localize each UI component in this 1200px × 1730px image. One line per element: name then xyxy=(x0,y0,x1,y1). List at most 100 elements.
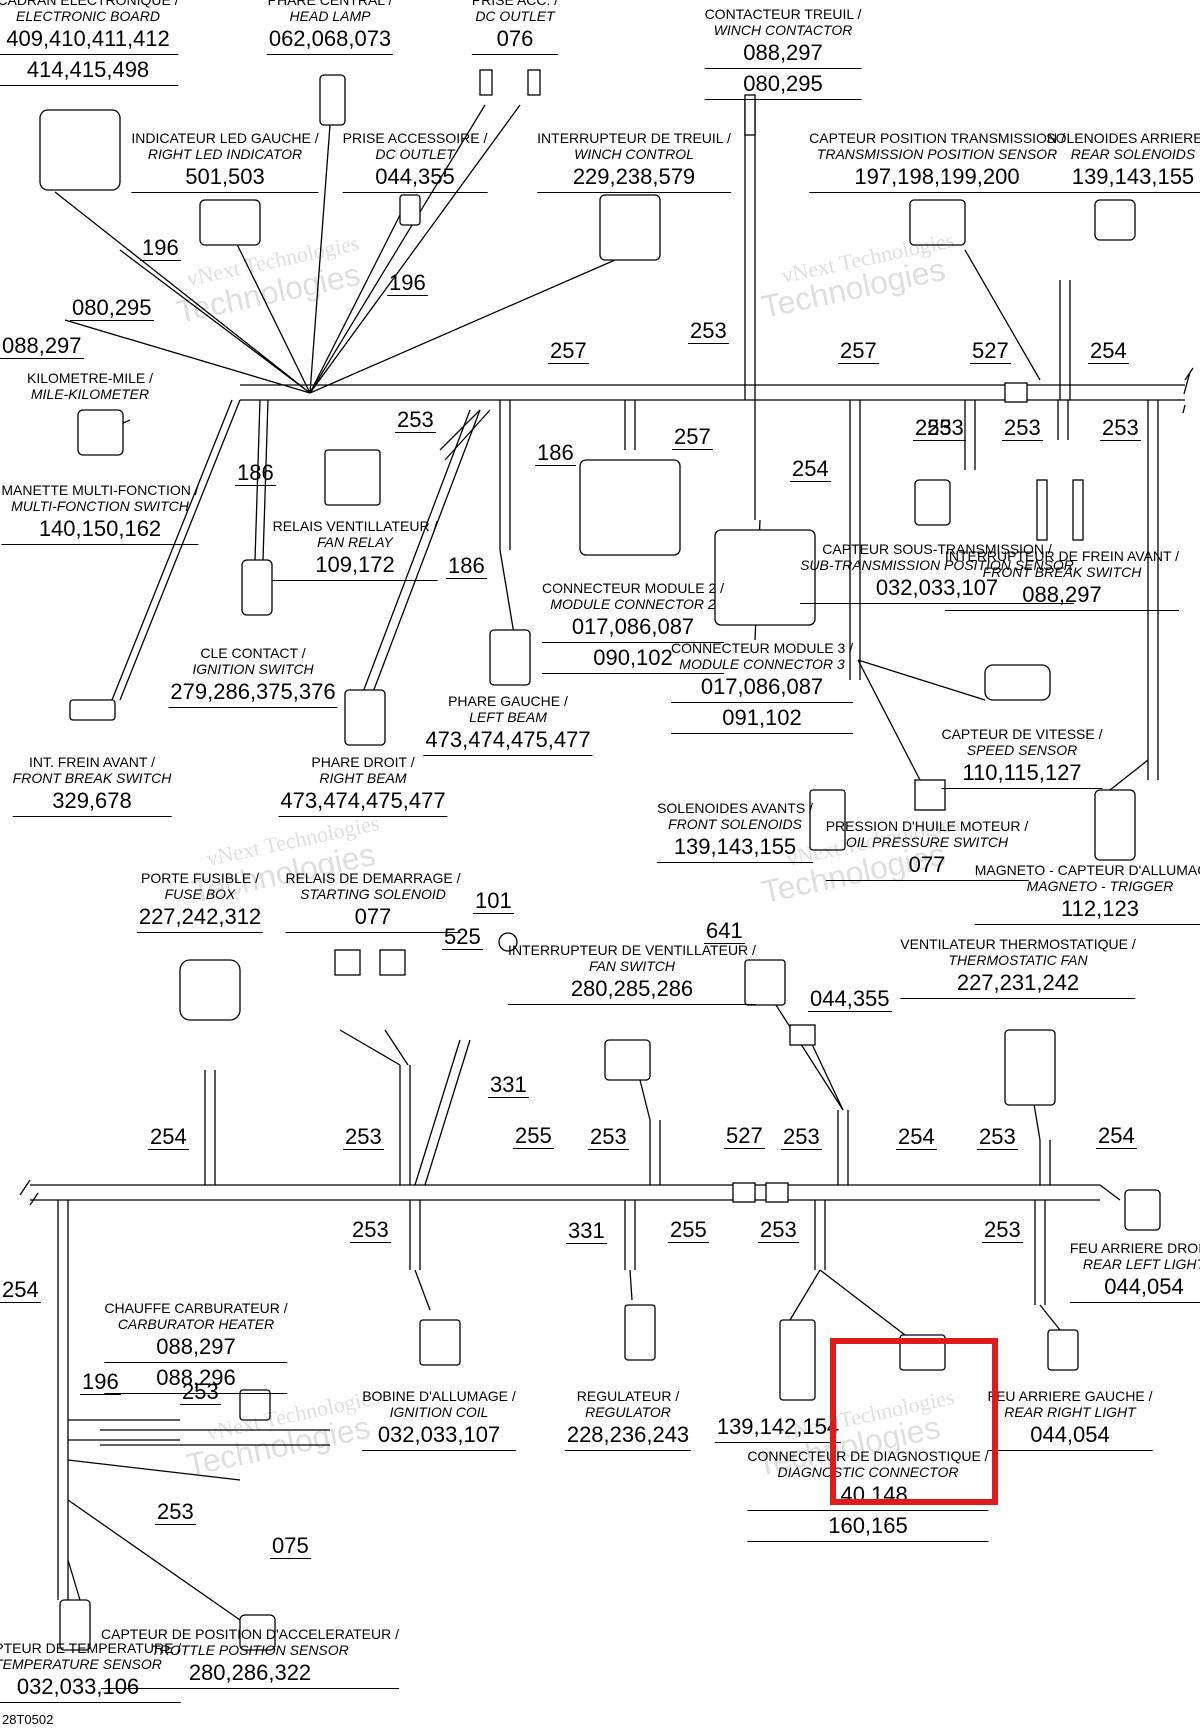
component-name-fr: INTERRUPTEUR DE VENTILLATEUR / xyxy=(508,942,756,958)
part-number: 077 xyxy=(285,902,461,933)
wire-number-label: 088,297 xyxy=(0,333,84,359)
part-number: 032,033,106 xyxy=(0,1672,182,1703)
part-number: 032,033,107 xyxy=(362,1420,516,1451)
component-name-en: REGULATOR xyxy=(585,1404,671,1420)
part-number: 409,410,411,412 xyxy=(0,24,179,55)
part-numbers: 044,054 xyxy=(987,1420,1153,1451)
wire-number-label: 331 xyxy=(488,1072,529,1098)
part-number: 414,415,498 xyxy=(0,55,179,86)
component-name-en: FAN SWITCH xyxy=(588,958,676,974)
part-number: 229,238,579 xyxy=(537,162,731,193)
wire-number-label: 075 xyxy=(270,1533,311,1559)
component-name-fr: INT. FREIN AVANT / xyxy=(28,754,156,770)
part-numbers: 227,242,312 xyxy=(136,902,264,933)
part-number: 140,150,162 xyxy=(1,514,199,545)
connector-unlabeled-label: 139,142,154 xyxy=(714,1412,842,1443)
part-numbers: 139,143,155 xyxy=(657,832,813,863)
rear-solenoids-label: SOLENOIDES ARRIERES /REAR SOLENOIDS139,1… xyxy=(1046,130,1200,193)
component-name-fr: FEU ARRIERE GAUCHE / xyxy=(987,1388,1153,1404)
part-numbers: 280,286,322 xyxy=(100,1658,400,1689)
part-numbers: 032,033,107 xyxy=(362,1420,516,1451)
rear-left-light-label: FEU ARRIERE DROIT /REAR LEFT LIGHT044,05… xyxy=(1069,1240,1200,1303)
component-name-fr: INTERRUPTEUR DE TREUIL / xyxy=(537,130,731,146)
part-numbers: 197,198,199,200 xyxy=(809,162,1065,193)
part-number: 080,295 xyxy=(704,69,862,100)
wire-number-label: 196 xyxy=(140,235,181,261)
wire-number-label: 254 xyxy=(1096,1123,1137,1149)
component-name-en: REAR LEFT LIGHT xyxy=(1082,1256,1200,1272)
part-number: 091,102 xyxy=(670,703,854,734)
component-name-fr: INTERRUPTEUR DE FREIN AVANT / xyxy=(944,548,1180,564)
component-name-en: SUB-TRANSMISSION POSITION SENSOR xyxy=(800,557,1074,573)
component-name-fr: INDICATEUR LED GAUCHE / xyxy=(131,130,319,146)
component-name-en: THERMOSTATIC FAN xyxy=(948,952,1088,968)
diagnostic-connector-highlight xyxy=(830,1338,998,1505)
wire-number-label: 196 xyxy=(387,270,428,296)
wire-number-label: 196 xyxy=(80,1369,121,1395)
part-number: 279,286,375,376 xyxy=(168,677,338,708)
wire-number-label: 257 xyxy=(672,424,713,450)
part-number: 088,297 xyxy=(704,38,862,69)
sub-transmission-sensor-label: CAPTEUR SOUS-TRANSMISSION /SUB-TRANSMISS… xyxy=(800,541,1074,604)
mile-kilometer-label: KILOMETRE-MILE /MILE-KILOMETER xyxy=(27,370,153,402)
part-numbers: 112,123 xyxy=(974,894,1200,925)
component-name-fr: CAPTEUR DE VITESSE / xyxy=(941,726,1103,742)
wire-number-label: 253 xyxy=(982,1217,1023,1243)
component-name-en: SPEED SENSOR xyxy=(966,742,1078,758)
component-name-en: DC OUTLET xyxy=(475,8,555,24)
part-numbers: 076 xyxy=(471,24,559,55)
part-numbers: 280,285,286 xyxy=(508,974,756,1005)
component-name-en: REAR SOLENOIDS xyxy=(1070,146,1196,162)
part-number: 280,286,322 xyxy=(100,1658,400,1689)
wire-number-label: 257 xyxy=(838,338,879,364)
component-name-fr: PRISE ACC. / xyxy=(471,0,559,8)
component-name-fr: CLE CONTACT / xyxy=(200,645,306,661)
wire-number-label: 527 xyxy=(724,1123,765,1149)
part-number: 197,198,199,200 xyxy=(809,162,1065,193)
wire-number-label: 253 xyxy=(977,1124,1018,1150)
component-name-en: OIL PRESSURE SWITCH xyxy=(845,834,1009,850)
part-number: 032,033,107 xyxy=(800,573,1074,604)
component-name-fr: SOLENOIDES ARRIERES / xyxy=(1046,130,1200,146)
right-led-indicator-label: INDICATEUR LED GAUCHE /RIGHT LED INDICAT… xyxy=(131,130,319,193)
component-name-fr: PRESSION D'HUILE MOTEUR / xyxy=(825,818,1029,834)
part-numbers: 077 xyxy=(285,902,461,933)
part-numbers: 110,115,127 xyxy=(941,758,1103,789)
component-name-en: STARTING SOLENOID xyxy=(300,886,446,902)
component-name-fr: PHARE CENTRAL / xyxy=(267,0,393,8)
component-name-en: REAR RIGHT LIGHT xyxy=(1004,1404,1136,1420)
component-name-en: WINCH CONTACTOR xyxy=(713,22,853,38)
wire-number-label: 257 xyxy=(548,338,589,364)
part-number: 227,242,312 xyxy=(136,902,264,933)
component-name-fr: PRISE ACCESSOIRE / xyxy=(342,130,488,146)
component-name-en: FAN RELAY xyxy=(317,534,393,550)
wire-number-label: 253 xyxy=(588,1124,629,1150)
wire-number-label: 253 xyxy=(343,1124,384,1150)
component-name-en: WINCH CONTROL xyxy=(574,146,694,162)
part-number: 017,086,087 xyxy=(670,672,854,703)
component-name-en: CARBURATOR HEATER xyxy=(117,1316,275,1332)
part-number: 473,474,475,477 xyxy=(278,786,448,817)
part-number: 139,143,155 xyxy=(657,832,813,863)
part-numbers: 329,678 xyxy=(12,786,172,817)
component-name-en: RIGHT LED INDICATOR xyxy=(147,146,303,162)
part-number: 044,054 xyxy=(1069,1272,1200,1303)
wire-number-label: 331 xyxy=(566,1218,607,1244)
part-numbers: 032,033,106 xyxy=(0,1672,182,1703)
component-name-fr: SOLENOIDES AVANTS / xyxy=(657,800,813,816)
wire-number-label: 253 xyxy=(1100,415,1141,441)
part-numbers: 139,142,154 xyxy=(714,1412,842,1443)
